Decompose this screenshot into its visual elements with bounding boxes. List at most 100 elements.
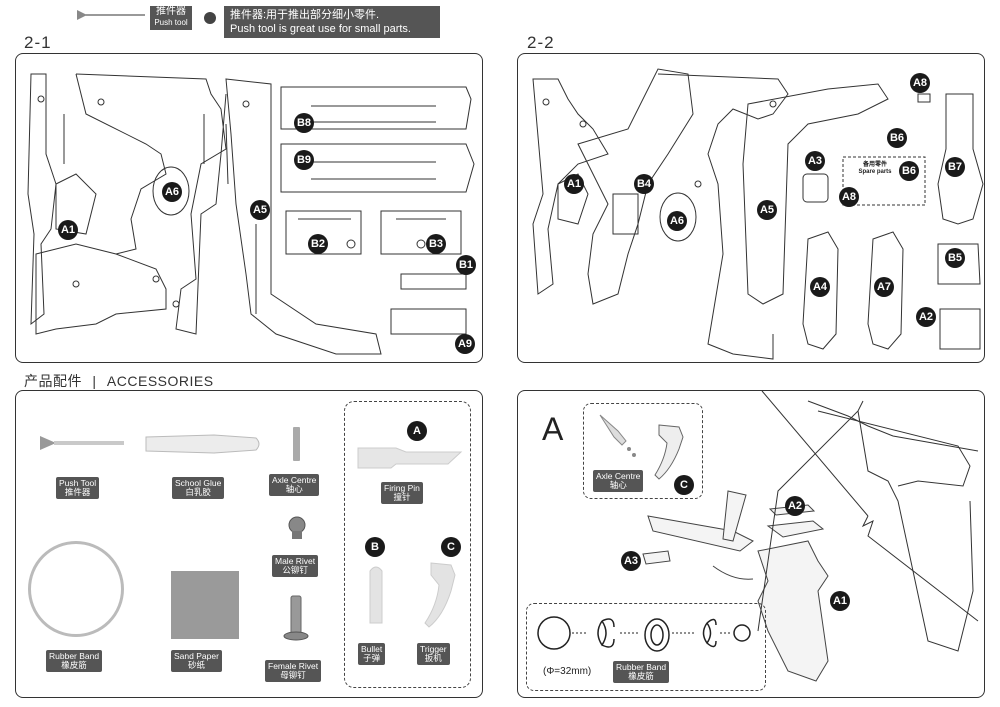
trigger-label: Trigger 扳机 (417, 643, 450, 665)
trigger-label-en: Trigger (420, 644, 447, 654)
sheet2-badge-b7: B7 (945, 157, 965, 177)
trigger-part-icon (654, 424, 684, 480)
axle-centre-label-cn: 轴心 (285, 484, 303, 494)
sheet2-badge-b6-top: B6 (887, 128, 907, 148)
glue-drop-icon (599, 414, 636, 457)
sheet1-badge-b3: B3 (426, 234, 446, 254)
bullet-label: Bullet 子弹 (358, 643, 386, 665)
firing-pin-label-en: Firing Pin (384, 483, 420, 493)
firing-pin-label: Firing Pin 撞针 (381, 482, 423, 504)
sheet2-badge-b4: B4 (634, 174, 654, 194)
sand-paper-icon (171, 571, 239, 639)
assembly-badge-a1: A1 (830, 591, 850, 611)
exploded-parts-illustration (642, 390, 979, 682)
sheet1-badge-b1: B1 (456, 255, 476, 275)
axle-centre-icon (293, 427, 300, 461)
sheet2-badge-a8-top: A8 (910, 73, 930, 93)
female-rivet-icon (283, 595, 309, 641)
rubber-band-label: Rubber Band 橡皮筋 (46, 650, 103, 672)
rubber-band-icon (28, 541, 124, 637)
push-tool-tag-en: Push tool (154, 18, 188, 27)
school-glue-label: School Glue 白乳胶 (172, 477, 225, 499)
trigger-label-cn: 扳机 (424, 653, 442, 663)
female-rivet-label-cn: 母铆钉 (280, 670, 306, 680)
accessories-title-cn: 产品配件 (24, 373, 82, 389)
push-tool-label-en: Push Tool (59, 478, 97, 488)
firing-pin-icon (357, 447, 463, 469)
rubber-band-fold-label-cn: 橡皮筋 (628, 671, 654, 681)
sheet1-badge-a6: A6 (162, 182, 182, 202)
male-rivet-label-cn: 公铆钉 (282, 565, 308, 575)
sheet2-badge-a4: A4 (810, 277, 830, 297)
glue-bottle-icon (145, 434, 260, 454)
male-rivet-label-en: Male Rivet (275, 556, 316, 566)
push-tool-accessory-icon (40, 436, 124, 450)
firing-pin-badge: A (407, 421, 427, 441)
sheet2-badge-a6: A6 (667, 211, 687, 231)
sheet2-badge-b6-spare: B6 (899, 161, 919, 181)
rubber-band-fold-steps (537, 616, 751, 652)
trigger-icon (424, 562, 456, 628)
axle-callout-label-en: Axle Centre (596, 471, 641, 481)
sheet1-badge-b9: B9 (294, 150, 314, 170)
spare-parts-label: 备用零件 Spare parts (850, 162, 900, 176)
assembly-badge-a2: A2 (785, 496, 805, 516)
sheet2-badge-a5: A5 (757, 200, 777, 220)
spare-parts-cn: 备用零件 (862, 162, 887, 168)
male-rivet-icon (288, 516, 306, 539)
sand-paper-label-cn: 砂纸 (187, 660, 205, 670)
sheet1-badge-b8: B8 (294, 113, 314, 133)
sheet2-badge-a3: A3 (805, 151, 825, 171)
male-rivet-label: Male Rivet 公铆钉 (272, 555, 319, 577)
sheet-2-parts-outline (532, 68, 984, 360)
sheet2-badge-a2: A2 (916, 307, 936, 327)
sheet-1-parts-outline (27, 73, 475, 355)
push-tool-note-cn: 推件器:用于推出部分细小零件. (230, 9, 380, 21)
axle-centre-label-en: Axle Centre (272, 475, 317, 485)
sheet2-badge-a1: A1 (564, 174, 584, 194)
sheet2-badge-b5: B5 (945, 248, 965, 268)
female-rivet-label-en: Female Rivet (268, 661, 319, 671)
title-divider: | (92, 373, 97, 389)
bullet-label-en: Bullet (361, 644, 383, 654)
push-tool-icon (77, 10, 145, 20)
push-tool-tag: 推件器 Push tool (150, 6, 192, 30)
axle-centre-callout-label: Axle Centre 轴心 (593, 470, 644, 492)
sheet1-badge-a5: A5 (250, 200, 270, 220)
push-tool-label: Push Tool 推件器 (56, 477, 100, 499)
rubber-band-diameter: (Φ=32mm) (543, 666, 592, 677)
spare-parts-en: Spare parts (858, 169, 892, 175)
bullet-dot-icon (204, 12, 216, 24)
sheet2-badge-a7: A7 (874, 277, 894, 297)
bullet-badge: B (365, 537, 385, 557)
trigger-badge: C (441, 537, 461, 557)
sand-paper-label: Sand Paper 砂纸 (171, 650, 222, 672)
axle-callout-label-cn: 轴心 (609, 480, 627, 490)
assembly-badge-c: C (674, 475, 694, 495)
assembly-panel: A Axle Centre 轴心 C A2 (517, 390, 985, 698)
sheet2-badge-a8-spare: A8 (839, 187, 859, 207)
axle-centre-label: Axle Centre 轴心 (269, 474, 320, 496)
sheet-2-panel: 备用零件 Spare parts (517, 53, 985, 363)
push-tool-label-cn: 推件器 (64, 487, 91, 497)
sheet-1-panel (15, 53, 483, 363)
axle-centre-callout (583, 403, 703, 499)
female-rivet-label: Female Rivet 母铆钉 (265, 660, 322, 682)
sheet1-badge-b2: B2 (308, 234, 328, 254)
rubber-band-label-en: Rubber Band (49, 651, 100, 661)
bullet-label-cn: 子弹 (363, 653, 381, 663)
rubber-band-fold-label: Rubber Band 橡皮筋 (613, 661, 670, 683)
sheet1-badge-a9: A9 (455, 334, 475, 354)
push-tool-note: 推件器:用于推出部分细小零件. Push tool is great use f… (224, 6, 440, 38)
sheet-1-label: 2-1 (24, 33, 52, 52)
push-tool-tag-cn: 推件器 (156, 6, 186, 17)
rubber-band-fold-label-en: Rubber Band (616, 662, 667, 672)
step-letter: A (542, 411, 564, 447)
accessories-title-en: ACCESSORIES (106, 373, 214, 389)
school-glue-label-cn: 白乳胶 (185, 487, 211, 497)
assembly-badge-a3: A3 (621, 551, 641, 571)
wood-parts-group (344, 401, 471, 688)
sheet1-badge-a1: A1 (58, 220, 78, 240)
sand-paper-label-en: Sand Paper (174, 651, 219, 661)
push-tool-note-en: Push tool is great use for small parts. (230, 23, 411, 35)
